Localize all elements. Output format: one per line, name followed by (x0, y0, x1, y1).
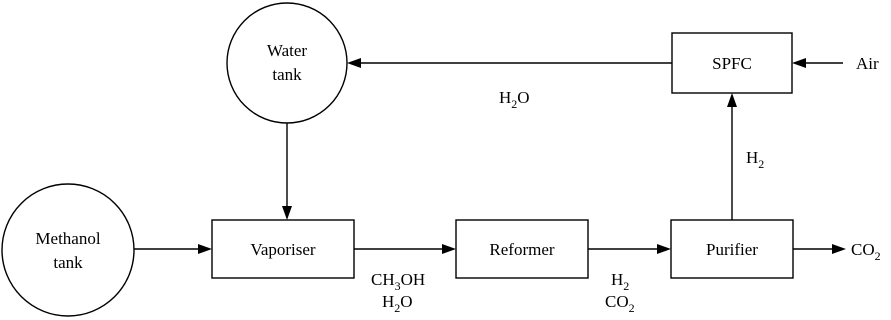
water-tank-label-line2: tank (272, 65, 302, 84)
reformer-output-co2-label: CO2 (605, 292, 635, 315)
water-tank-label-line1: Water (267, 41, 307, 60)
arrow-purifier-to-spfc (727, 93, 737, 220)
water-tank-node: Water tank (226, 2, 348, 124)
arrow-reformer-to-purifier (588, 244, 671, 254)
arrow-vaporiser-to-reformer (354, 244, 456, 254)
purifier-label: Purifier (706, 240, 758, 259)
purifier-node: Purifier (670, 219, 794, 279)
reformer-label: Reformer (489, 240, 554, 259)
methanol-tank-label-line2: tank (53, 253, 83, 272)
spfc-node: SPFC (671, 32, 793, 94)
vaporiser-output-methanol-label: CH3OH (371, 270, 425, 293)
co2-out-label: CO2 (851, 240, 881, 263)
air-label: Air (856, 54, 879, 73)
water-return-label: H2O (499, 88, 530, 111)
arrow-water-tank-to-vaporiser (282, 123, 292, 220)
vaporiser-output-water-label: H2O (382, 292, 413, 315)
methanol-tank-node: Methanol tank (1, 183, 135, 317)
vaporiser-node: Vaporiser (211, 219, 355, 279)
arrow-purifier-to-co2 (793, 244, 846, 254)
arrow-methanol-tank-to-vaporiser (134, 244, 212, 254)
vaporiser-label: Vaporiser (250, 240, 315, 259)
reformer-node: Reformer (455, 219, 589, 279)
hydrogen-feed-label: H2 (746, 148, 764, 171)
arrow-air-to-spfc (792, 58, 843, 68)
arrow-spfc-to-water-tank (347, 58, 672, 68)
reformer-output-hydrogen-label: H2 (611, 270, 629, 293)
methanol-tank-label-line1: Methanol (35, 229, 100, 248)
spfc-label: SPFC (712, 54, 752, 73)
